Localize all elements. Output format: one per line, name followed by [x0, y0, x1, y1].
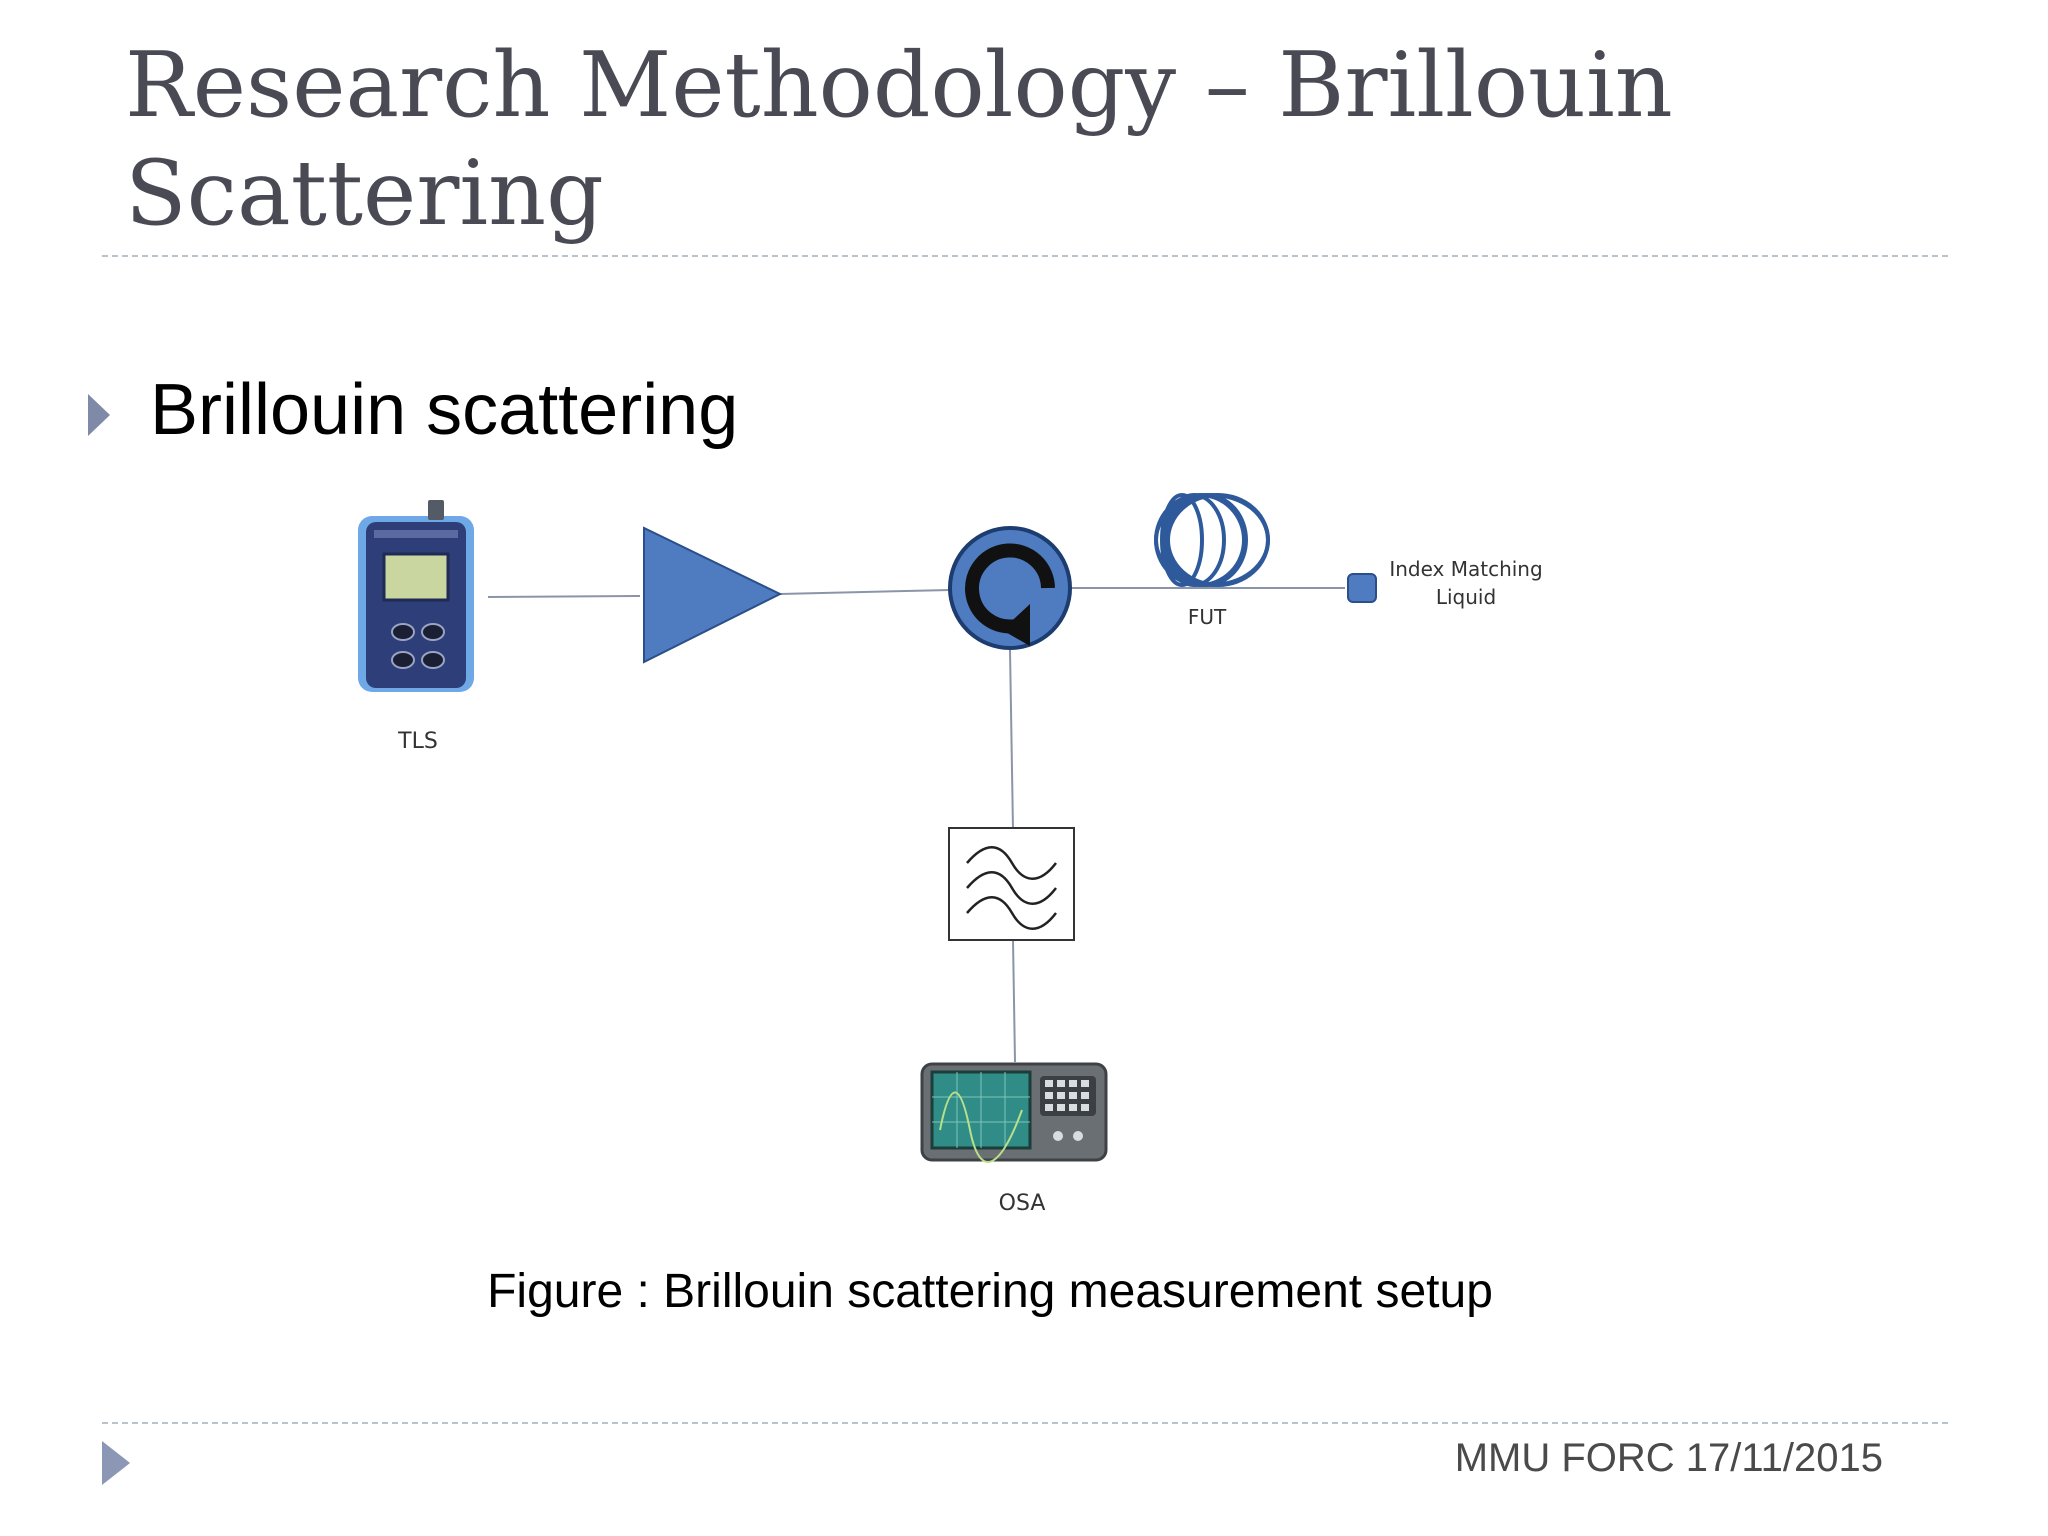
tls-device-button: [391, 623, 415, 641]
osa-screen-grid: [932, 1072, 1030, 1148]
fut-coil-icon: [1154, 493, 1270, 587]
link-tls-amplifier: [487, 595, 641, 598]
bullet-arrow-icon: [88, 394, 110, 436]
index-matching-label-line2: Liquid: [1436, 585, 1496, 609]
link-filter-osa: [1012, 939, 1016, 1063]
coil-loop: [1154, 493, 1246, 587]
osa-keys: [1045, 1080, 1089, 1111]
tls-device-button: [391, 651, 415, 669]
tls-device-body: [366, 522, 466, 688]
fut-label: FUT: [1188, 605, 1227, 629]
fiber-connections: [487, 587, 1345, 1063]
filter-icon: [948, 827, 1075, 941]
osa-device-icon: [920, 1062, 1108, 1163]
index-matching-liquid-icon: [1347, 573, 1377, 603]
amplifier-icon: [643, 526, 783, 664]
next-slide-arrow-icon[interactable]: [102, 1441, 130, 1485]
slide-title: Research Methodology – Brillouin Scatter…: [125, 33, 1673, 246]
title-divider: [102, 255, 1948, 257]
tls-device-screen: [382, 552, 450, 602]
circulator-arrow-arc: [965, 543, 1055, 634]
tls-device-header: [374, 530, 458, 538]
osa-trace: [939, 1091, 1023, 1163]
bullet-text: Brillouin scattering: [150, 370, 739, 450]
tls-device-button: [421, 623, 445, 641]
filter-wave: [966, 896, 1057, 930]
index-matching-label-line1: Index Matching: [1389, 557, 1542, 581]
footer-divider: [102, 1422, 1948, 1424]
tls-device-connector: [428, 500, 444, 520]
coil-loop: [1154, 493, 1270, 587]
osa-knob: [1053, 1131, 1063, 1141]
figure-caption: Figure : Brillouin scattering measuremen…: [487, 1265, 1493, 1318]
filter-wave: [966, 846, 1057, 880]
osa-label: OSA: [999, 1191, 1046, 1216]
footer-text: MMU FORC 17/11/2015: [1454, 1436, 1883, 1480]
tls-device-icon: [358, 500, 474, 692]
filter-wave: [966, 871, 1057, 905]
filter-box: [948, 827, 1075, 941]
setup-diagram-svg: TLS FUT Index Matching Liquid: [358, 493, 1543, 1216]
measurement-setup-diagram: TLS FUT Index Matching Liquid: [0, 470, 2048, 1250]
osa-knob: [1073, 1131, 1083, 1141]
circulator-icon: [948, 526, 1072, 650]
link-amplifier-circulator: [779, 589, 951, 595]
link-circulator-filter: [1009, 649, 1014, 831]
tls-label: TLS: [397, 729, 438, 754]
tls-device-button: [421, 651, 445, 669]
circulator-arrowhead: [1002, 604, 1030, 646]
